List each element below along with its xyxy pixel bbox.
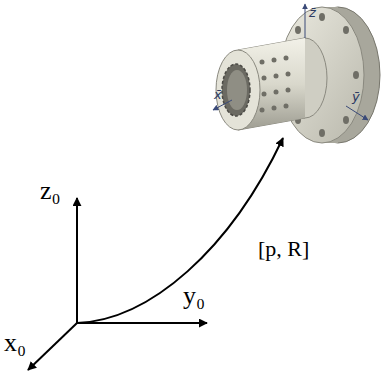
part-axis-label: x̄ — [214, 88, 222, 101]
base-frame — [28, 198, 207, 370]
part-axes — [213, 4, 368, 120]
hub-part — [216, 38, 327, 130]
pose-curve — [77, 138, 283, 323]
part-axis-label: z̄ — [309, 6, 316, 19]
axis-label: x₀ — [4, 330, 26, 356]
pose-label: [p, R] — [258, 238, 309, 260]
axis-label: z₀ — [40, 178, 61, 204]
part-axis-label: ȳ — [352, 90, 360, 103]
axis-label: y₀ — [183, 283, 205, 309]
